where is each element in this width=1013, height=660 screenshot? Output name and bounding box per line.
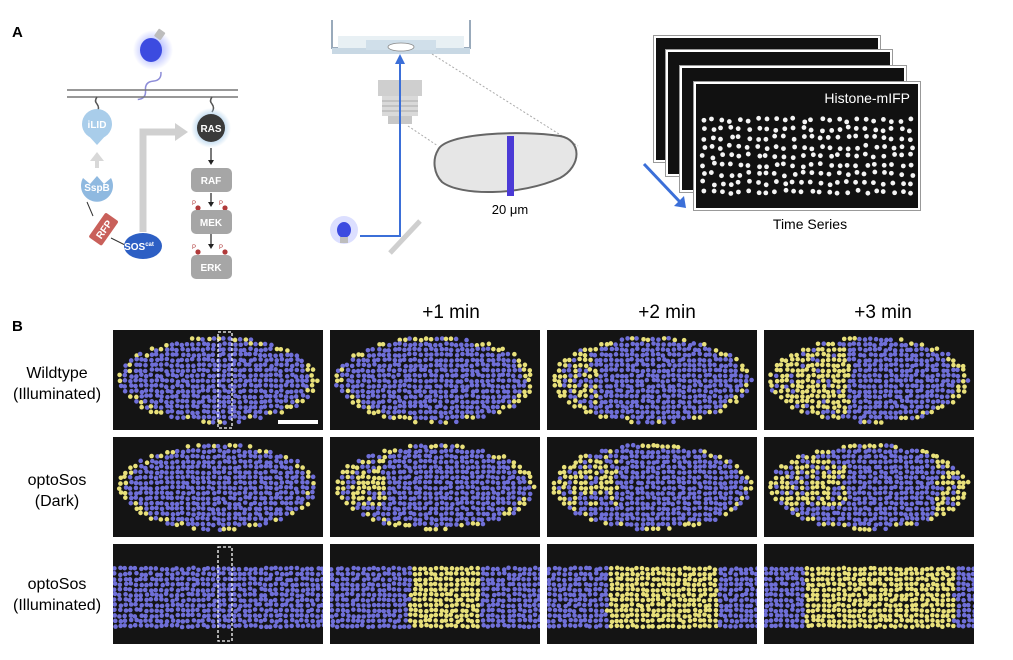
rfp-node: RFP [89,213,118,246]
embryo-tile [113,437,323,537]
erk-node: P P ERK [191,245,232,279]
svg-text:RAS: RAS [200,124,221,135]
embryo-tile [113,544,323,644]
embryo-tile [547,544,757,644]
svg-text:SspB: SspB [84,183,110,194]
embryo-tile [764,437,974,537]
signaling-diagram: iLID SspB RFP SOScat RAS [67,28,238,279]
embryo-tile [764,330,974,430]
embryo-outline [433,132,578,196]
svg-text:iLID: iLID [88,120,107,131]
embryo-tile [547,330,757,430]
svg-text:P: P [192,245,196,251]
svg-text:SOScat: SOScat [124,242,154,253]
svg-text:RAF: RAF [201,176,222,187]
embryo-tile [330,330,540,430]
panel-b-label: B [12,318,23,335]
mirror [388,219,422,255]
activation-arrow [139,128,175,232]
row-label-wildtype: Wildtype(Illuminated) [12,365,102,403]
mek-node: P P MEK [191,201,232,234]
embryo-tile [113,330,323,430]
column-header-1min: +1 min [422,302,480,323]
row-label-optosos-illuminated: optoSos(Illuminated) [12,576,102,614]
column-header-2min: +2 min [638,302,696,323]
histone-nuclei [699,115,916,196]
embryo-tile [330,437,540,537]
svg-text:MEK: MEK [200,218,223,229]
scale-label: 20 μm [492,202,528,217]
embryo-tile [547,437,757,537]
sspb-node: SspB [81,176,114,202]
sample-dish [331,20,471,54]
time-series-label: Time Series [772,216,848,232]
svg-text:P: P [219,245,223,251]
light-bulb-icon [133,28,173,70]
time-arrow-icon [642,162,686,208]
microscope-setup: 20 μm [330,20,579,255]
row-label-optosos-dark: optoSos(Dark) [27,472,87,510]
ilid-node: iLID [82,109,112,145]
embryo-tile [330,544,540,644]
binding-arrow [90,152,104,168]
raf-node: RAF [191,168,232,192]
stack-label: Histone-mIFP [824,90,910,106]
light-source-icon [330,216,358,244]
svg-text:ERK: ERK [200,263,222,274]
svg-text:P: P [192,201,196,207]
stack-front-frame: Histone-mIFP [694,82,920,210]
laser-beam [360,60,401,237]
ras-node: RAS [191,108,231,148]
panel-a-label: A [12,24,23,41]
column-header-3min: +3 min [854,302,912,323]
embryo-tile [764,544,974,644]
image-stack: Histone-mIFP [640,36,940,246]
svg-text:P: P [219,201,223,207]
sos-node: SOScat [124,233,162,259]
